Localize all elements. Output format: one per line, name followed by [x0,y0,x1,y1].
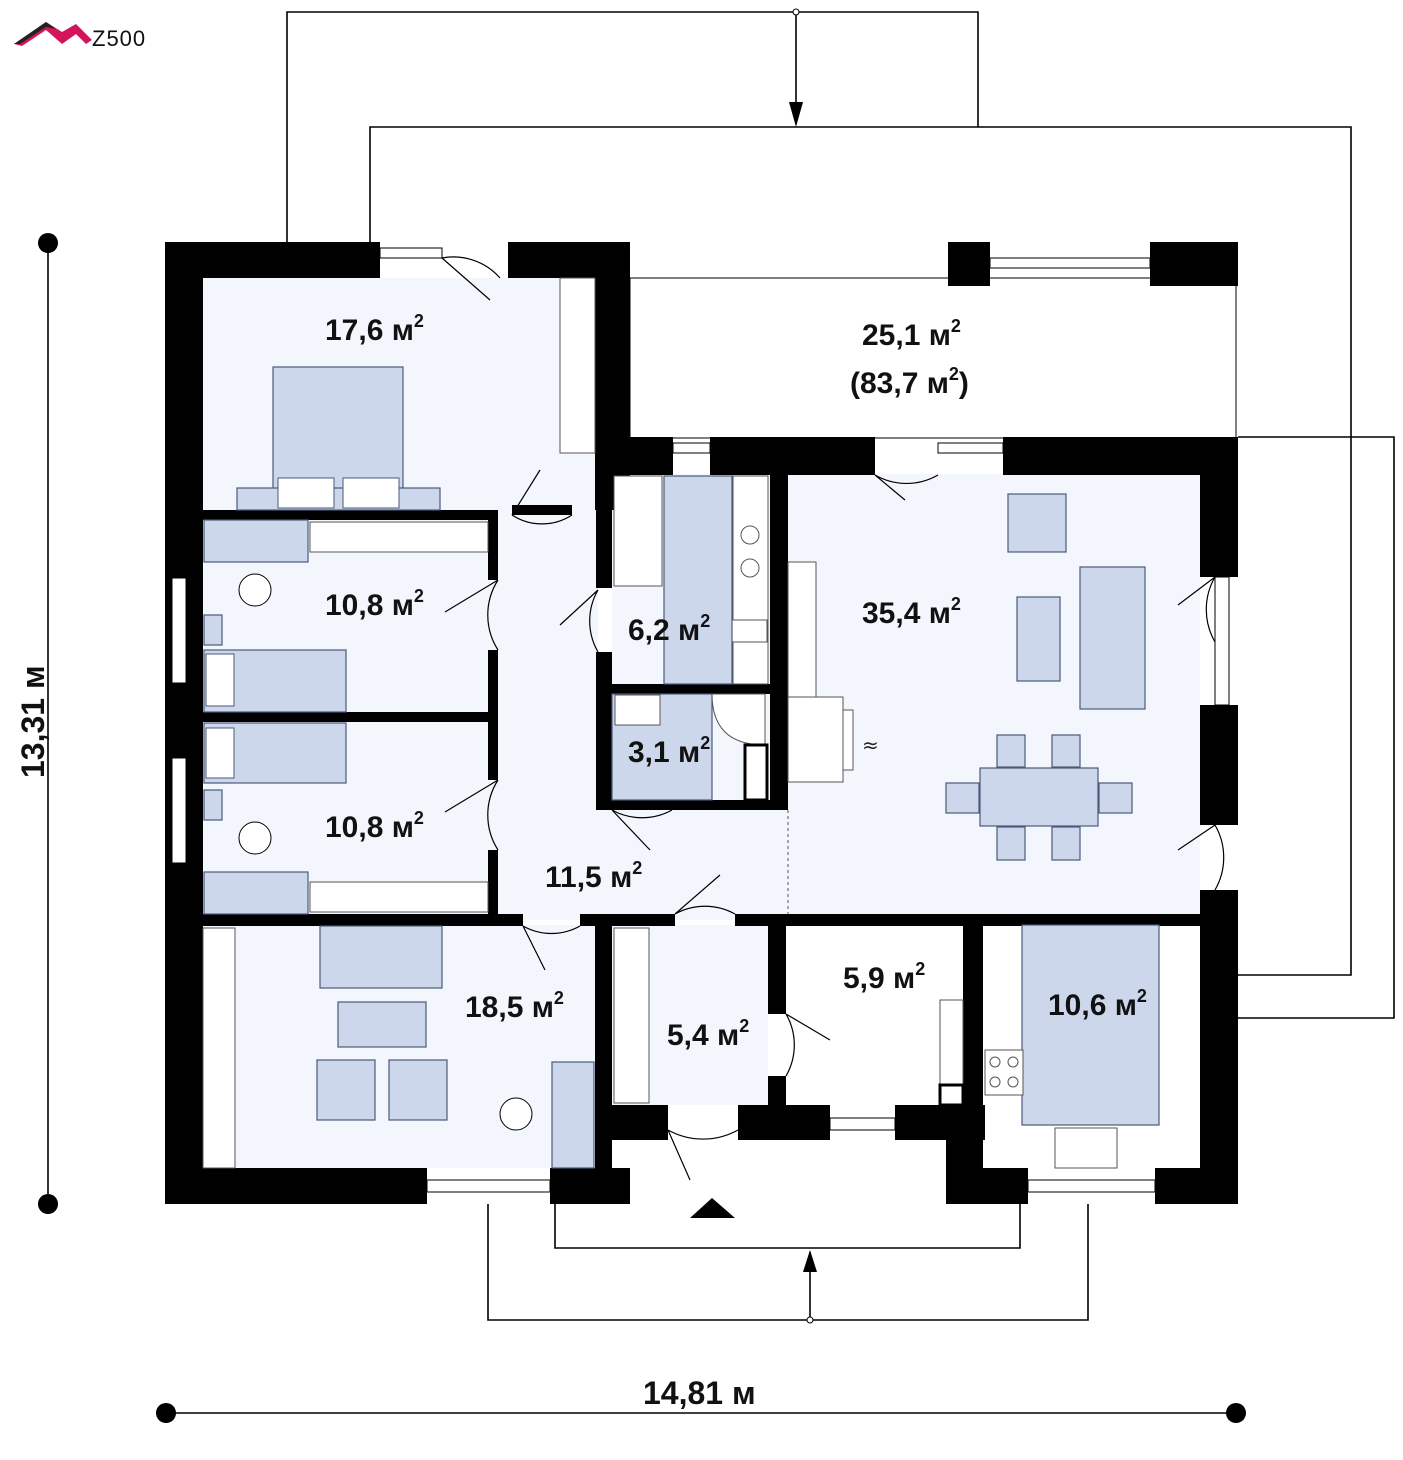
entrance-marker [690,1198,735,1218]
label-kitchen: 10,6 м2 [1048,986,1147,1022]
furniture: ≈ [202,277,1160,1169]
height-label: 13,31 м [15,665,51,778]
label-bedroom-master: 17,6 м2 [325,311,424,347]
label-bathroom: 6,2 м2 [628,611,710,647]
doors [441,256,1225,1181]
label-bedroom-2: 10,8 м2 [325,586,424,622]
dimension-width: 14,81 м [156,1375,1246,1423]
label-hall: 11,5 м2 [545,858,642,894]
label-entry: 5,4 м2 [667,1016,749,1052]
logo-text: Z500 [92,26,146,51]
label-pantry: 5,9 м2 [843,959,925,995]
label-office: 18,5 м2 [465,988,564,1024]
windows [171,247,1230,1193]
label-living: 35,4 м2 [862,594,961,630]
house-roof-icon [14,22,92,46]
logo: Z500 [14,22,146,51]
room-labels: 17,6 м2 25,1 м2 (83,7 м2) 10,8 м2 10,8 м… [325,311,1147,1052]
label-bedroom-3: 10,8 м2 [325,808,424,844]
svg-text:≈: ≈ [862,733,879,757]
dimension-height: 13,31 м [15,233,58,1214]
width-label: 14,81 м [643,1375,756,1411]
label-terrace-total: (83,7 м2) [850,364,969,400]
roof-outline [286,8,1395,1324]
label-terrace: 25,1 м2 [862,316,961,352]
label-wc: 3,1 м2 [628,733,710,769]
walls [165,242,1238,1204]
